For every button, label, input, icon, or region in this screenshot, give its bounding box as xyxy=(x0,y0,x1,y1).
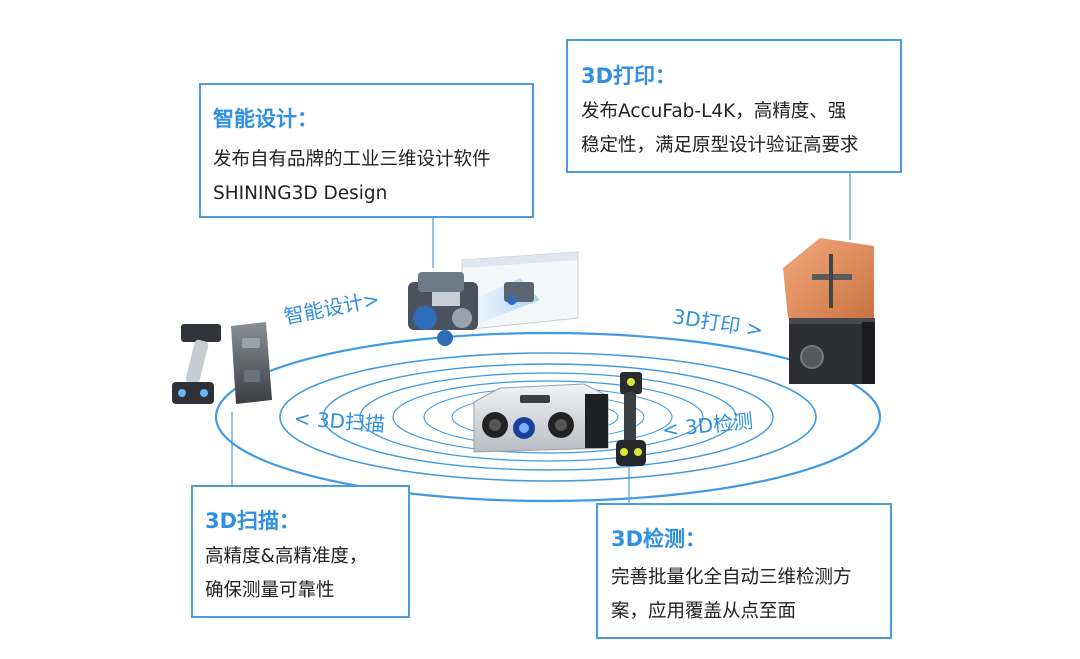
cad-screen-toolbar xyxy=(462,252,578,268)
scanner-body-b xyxy=(231,322,272,404)
scanner-illustration xyxy=(172,322,272,404)
orbit-ring xyxy=(392,380,704,454)
card-inspect-body: 完善批量化全自动三维检测方 案，应用覆盖从点至面 xyxy=(611,561,852,629)
card-design-line: SHINING3D Design xyxy=(213,183,388,204)
engine-model xyxy=(408,272,478,346)
printer-rod xyxy=(829,254,833,308)
card-inspect-line: 案，应用覆盖从点至面 xyxy=(611,601,797,622)
printer-knob xyxy=(800,345,824,369)
scanner-head-a xyxy=(181,324,221,342)
printer-illustration xyxy=(783,238,875,384)
orbit-ring xyxy=(359,372,737,462)
scanner-side-panel xyxy=(585,394,608,448)
card-print-line: 稳定性，满足原型设计验证高要求 xyxy=(581,135,859,156)
card-print-title: 3D打印： xyxy=(581,64,677,88)
engine-model-small xyxy=(504,282,534,305)
scanner-grip-a xyxy=(185,339,209,385)
probe-shaft xyxy=(624,392,636,452)
card-scan-title: 3D扫描： xyxy=(205,509,301,533)
orbit-ring xyxy=(322,363,774,471)
card-scan-line: 确保测量可靠性 xyxy=(205,580,335,601)
card-design-line: 发布自有品牌的工业三维设计软件 xyxy=(213,149,491,170)
design-illustration xyxy=(408,251,579,346)
card-design-body: 发布自有品牌的工业三维设计软件 SHINING3D Design xyxy=(213,143,491,211)
industrial-scanner xyxy=(462,383,618,453)
card-scan-line: 高精度&高精准度， xyxy=(205,546,368,567)
card-scan: 3D扫描： 高精度&高精准度， 确保测量可靠性 xyxy=(191,485,410,618)
orbit-ring xyxy=(279,352,817,482)
card-inspect: 3D检测： 完善批量化全自动三维检测方 案，应用覆盖从点至面 xyxy=(596,503,892,639)
probe-bottom xyxy=(616,440,646,466)
card-print: 3D打印： 发布AccuFab-L4K，高精度、强 稳定性，满足原型设计验证高要… xyxy=(566,39,902,173)
connector-lines xyxy=(231,172,851,505)
card-print-line: 发布AccuFab-L4K，高精度、强 xyxy=(581,101,847,122)
probe-illustration xyxy=(616,372,646,466)
card-inspect-line: 完善批量化全自动三维检测方 xyxy=(611,567,852,588)
card-design-title: 智能设计： xyxy=(213,107,318,131)
card-design: 智能设计： 发布自有品牌的工业三维设计软件 SHINING3D Design xyxy=(199,83,534,218)
card-inspect-title: 3D检测： xyxy=(611,527,707,551)
printer-side xyxy=(862,322,875,384)
card-print-body: 发布AccuFab-L4K，高精度、强 稳定性，满足原型设计验证高要求 xyxy=(581,95,859,163)
orbit-ring xyxy=(214,331,882,503)
card-scan-body: 高精度&高精准度， 确保测量可靠性 xyxy=(205,540,367,608)
scanner-bottom-a xyxy=(172,382,214,404)
printer-base-top xyxy=(789,318,875,324)
